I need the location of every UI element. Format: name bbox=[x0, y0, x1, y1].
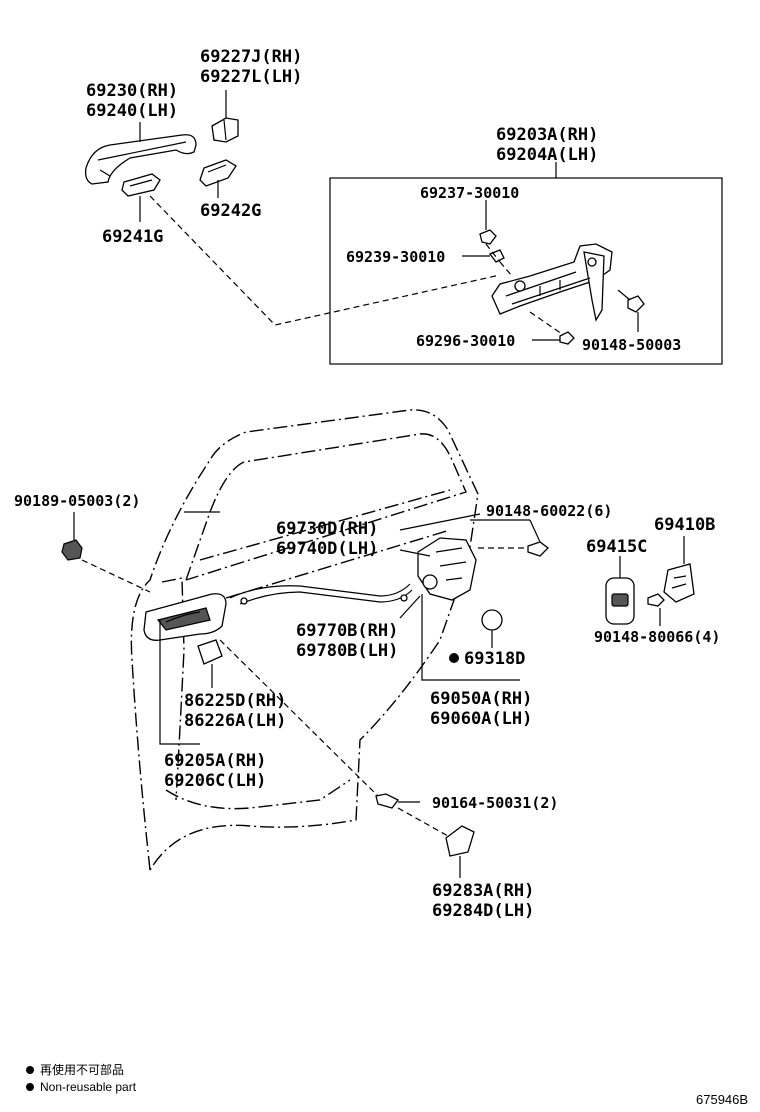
label-69230-lh: 69240(LH) bbox=[86, 101, 178, 121]
label-69283-lh: 69284D(LH) bbox=[432, 901, 534, 921]
bolt-90148-part[interactable] bbox=[627, 295, 645, 313]
grommet-69318-part[interactable] bbox=[481, 609, 503, 631]
label-69730-rh: 69730D(RH) bbox=[276, 519, 378, 539]
label-69318: 69318D bbox=[464, 649, 525, 669]
label-90148-80066: 90148-80066(4) bbox=[594, 628, 720, 646]
outside-handle-group bbox=[84, 90, 501, 326]
non-reusable-marker-69318 bbox=[449, 653, 459, 663]
clip-69239-part[interactable] bbox=[488, 249, 505, 263]
label-90164: 90164-50031(2) bbox=[432, 794, 558, 812]
screw-69296-part[interactable] bbox=[559, 331, 575, 345]
lock-cover-69283-part[interactable] bbox=[445, 825, 475, 857]
label-69237: 69237-30010 bbox=[420, 184, 519, 202]
handle-frame-assembly[interactable] bbox=[479, 229, 645, 345]
label-86225-lh: 86226A(LH) bbox=[184, 711, 286, 731]
label-90148-50003: 90148-50003 bbox=[582, 336, 681, 354]
label-69241: 69241G bbox=[102, 227, 163, 247]
bolt-90148-80066-part[interactable] bbox=[647, 593, 665, 607]
label-69770-rh: 69770B(RH) bbox=[296, 621, 398, 641]
label-69227-lh: 69227L(LH) bbox=[200, 67, 302, 87]
label-69283-rh: 69283A(RH) bbox=[432, 881, 534, 901]
label-69415: 69415C bbox=[586, 537, 647, 557]
label-69770-lh: 69780B(LH) bbox=[296, 641, 398, 661]
label-90189: 90189-05003(2) bbox=[14, 492, 140, 510]
handle-cover-part[interactable] bbox=[197, 639, 223, 665]
label-69205-rh: 69205A(RH) bbox=[164, 751, 266, 771]
bolt-90148-60022-part[interactable] bbox=[527, 541, 549, 557]
handle-pad-part[interactable] bbox=[199, 159, 237, 187]
label-69242: 69242G bbox=[200, 201, 261, 221]
outside-handle-part[interactable] bbox=[84, 134, 197, 185]
label-86225-rh: 86225D(RH) bbox=[184, 691, 286, 711]
clip-69237-part[interactable] bbox=[479, 229, 497, 245]
inside-handle-assembly[interactable] bbox=[143, 593, 227, 641]
striker-assembly[interactable] bbox=[663, 563, 695, 603]
label-69730-lh: 69740D(LH) bbox=[276, 539, 378, 559]
frame-assembly-box bbox=[329, 177, 723, 365]
label-69239: 69239-30010 bbox=[346, 248, 445, 266]
legend-jp: 再使用不可部品 bbox=[40, 1062, 124, 1077]
legend: 再使用不可部品 Non-reusable part bbox=[26, 1062, 137, 1094]
label-69203-lh: 69204A(LH) bbox=[496, 145, 598, 165]
label-69227-rh: 69227J(RH) bbox=[200, 47, 302, 67]
bolt-90164-part[interactable] bbox=[375, 793, 399, 809]
lock-cables[interactable] bbox=[229, 583, 413, 605]
label-69203-rh: 69203A(RH) bbox=[496, 125, 598, 145]
label-69050-lh: 69060A(LH) bbox=[430, 709, 532, 729]
diagram-code: 675946B bbox=[696, 1092, 748, 1107]
label-90148-60022: 90148-60022(6) bbox=[486, 502, 612, 520]
legend-bullet-jp bbox=[26, 1066, 34, 1074]
handle-gasket-part[interactable] bbox=[121, 173, 161, 197]
legend-en: Non-reusable part bbox=[40, 1080, 137, 1094]
door-lock-assembly[interactable] bbox=[417, 537, 477, 601]
clip-90189-part[interactable] bbox=[61, 539, 83, 561]
label-69050-rh: 69050A(RH) bbox=[430, 689, 532, 709]
legend-bullet-en bbox=[26, 1083, 34, 1091]
label-69205-lh: 69206C(LH) bbox=[164, 771, 266, 791]
door-outline bbox=[130, 409, 479, 871]
striker-plate-part[interactable] bbox=[605, 577, 635, 625]
label-69410: 69410B bbox=[654, 515, 715, 535]
label-69230-rh: 69230(RH) bbox=[86, 81, 178, 101]
label-69296: 69296-30010 bbox=[416, 332, 515, 350]
